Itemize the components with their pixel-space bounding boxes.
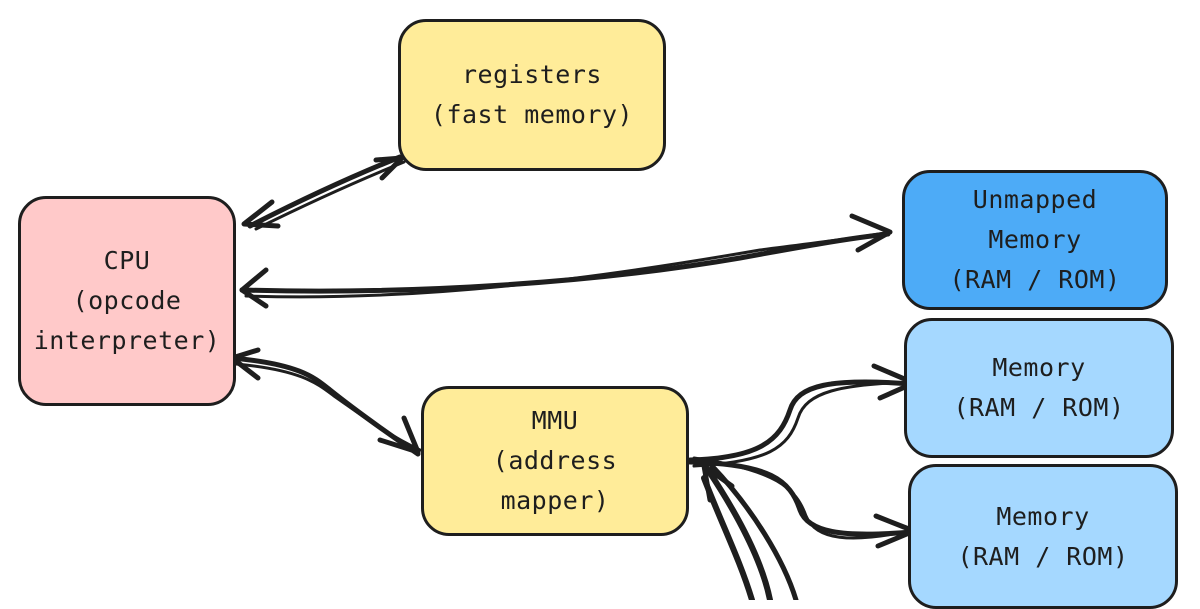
arrow-offscreen-mmu bbox=[701, 463, 799, 600]
registers-label: registers (fast memory) bbox=[430, 60, 634, 129]
unmapped-memory-label: Unmapped Memory (RAM / ROM) bbox=[949, 185, 1121, 294]
memory-label-1: Memory (RAM / ROM) bbox=[953, 353, 1125, 422]
arrow-mmu-memory-2 bbox=[687, 456, 917, 549]
cpu-node: CPU (opcode interpreter) bbox=[18, 196, 236, 406]
registers-node: registers (fast memory) bbox=[398, 19, 666, 171]
arrow-cpu-mmu bbox=[229, 347, 422, 457]
unmapped-memory-node: Unmapped Memory (RAM / ROM) bbox=[902, 170, 1168, 310]
arrow-cpu-registers bbox=[241, 154, 406, 231]
memory-label-2: Memory (RAM / ROM) bbox=[957, 501, 1129, 571]
mmu-label: MMU (address mapper) bbox=[492, 406, 618, 515]
memory-node-2: Memory (RAM / ROM) bbox=[908, 464, 1178, 609]
arrow-cpu-unmapped bbox=[239, 213, 893, 309]
memory-node-1: Memory (RAM / ROM) bbox=[904, 318, 1174, 458]
mmu-node: MMU (address mapper) bbox=[421, 386, 689, 536]
arrow-mmu-memory-1 bbox=[687, 363, 917, 468]
cpu-label: CPU (opcode interpreter) bbox=[33, 246, 221, 355]
